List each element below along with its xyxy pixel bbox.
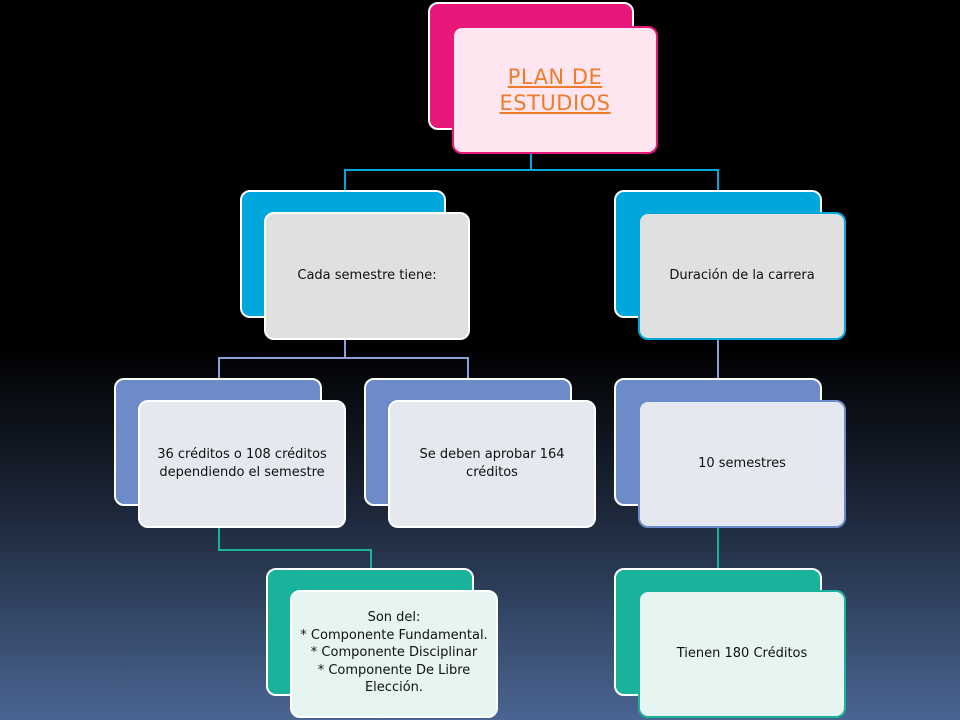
level2-left-a-node: 36 créditos o 108 créditos dependiendo e… [114, 378, 346, 530]
level1-right-label: Duración de la carrera [669, 268, 815, 284]
root-title-link[interactable]: PLAN DE ESTUDIOS [499, 64, 611, 115]
level2-left-b-label: Se deben aprobar 164 créditos [419, 447, 565, 480]
connector-level2-to-level3-left [218, 508, 372, 570]
connector-left-to-level2-b [345, 357, 469, 380]
connector-root-to-level1 [344, 152, 532, 192]
root-node-front: PLAN DE ESTUDIOS [452, 26, 658, 154]
level2-left-a-label: 36 créditos o 108 créditos dependiendo e… [157, 447, 327, 480]
level2-left-a-front: 36 créditos o 108 créditos dependiendo e… [138, 400, 346, 528]
level3-right-node: Tienen 180 Créditos [614, 568, 846, 720]
level1-left-node: Cada semestre tiene: [240, 190, 470, 342]
level3-right-front: Tienen 180 Créditos [638, 590, 846, 718]
connector-root-to-level1-right [531, 169, 719, 192]
level3-right-label: Tienen 180 Créditos [676, 646, 808, 662]
level2-right-front: 10 semestres [638, 400, 846, 528]
level1-right-node: Duración de la carrera [614, 190, 846, 342]
level1-left-label: Cada semestre tiene: [297, 268, 437, 284]
level3-left-node: Son del: * Componente Fundamental. * Com… [266, 568, 498, 720]
level2-right-node: 10 semestres [614, 378, 846, 530]
level2-left-b-front: Se deben aprobar 164 créditos [388, 400, 596, 528]
level1-right-front: Duración de la carrera [638, 212, 846, 340]
root-node: PLAN DE ESTUDIOS [428, 2, 658, 154]
level2-left-b-node: Se deben aprobar 164 créditos [364, 378, 596, 530]
level2-right-label: 10 semestres [698, 456, 786, 472]
level3-left-front: Son del: * Componente Fundamental. * Com… [290, 590, 498, 718]
level1-left-front: Cada semestre tiene: [264, 212, 470, 340]
level3-left-label: Son del: * Componente Fundamental. * Com… [300, 610, 488, 696]
